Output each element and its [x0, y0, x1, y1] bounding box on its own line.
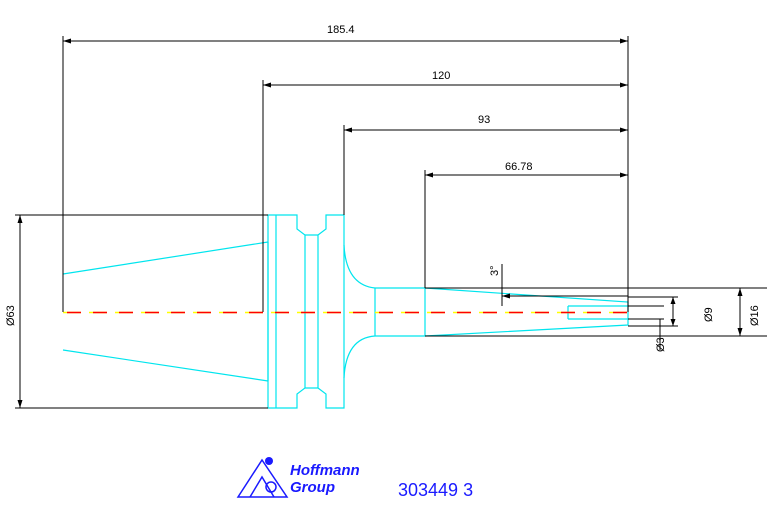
dim-dia-3: Ø3 — [655, 337, 667, 352]
neck — [343, 244, 376, 379]
dim-93: 93 — [478, 114, 490, 126]
brand-line-2: Group — [290, 479, 335, 496]
brand-line-1: Hoffmann — [290, 462, 360, 479]
dim-dia-9: Ø9 — [703, 307, 715, 322]
dim-dia-63: Ø63 — [5, 305, 17, 326]
dim-120: 120 — [432, 70, 450, 82]
v-groove — [305, 214, 345, 409]
dim-dia-16: Ø16 — [749, 305, 761, 326]
dim-66: 66.78 — [505, 161, 533, 173]
tapered-nose — [424, 287, 629, 337]
flange — [267, 214, 306, 409]
dimension-lines — [15, 36, 767, 409]
collet-body — [375, 287, 426, 337]
hoffmann-logo-icon — [236, 457, 289, 498]
brand-wordmark: Hoffmann Group — [290, 462, 360, 496]
taper-shank — [62, 241, 269, 382]
dim-angle: 3° — [489, 265, 501, 276]
dim-185: 185.4 — [327, 24, 355, 36]
part-outline — [62, 214, 629, 409]
dimension-labels: 185.4 120 93 66.78 3° Ø63 Ø9 Ø16 Ø3 — [5, 24, 761, 352]
part-number: 303449 3 — [398, 480, 474, 500]
